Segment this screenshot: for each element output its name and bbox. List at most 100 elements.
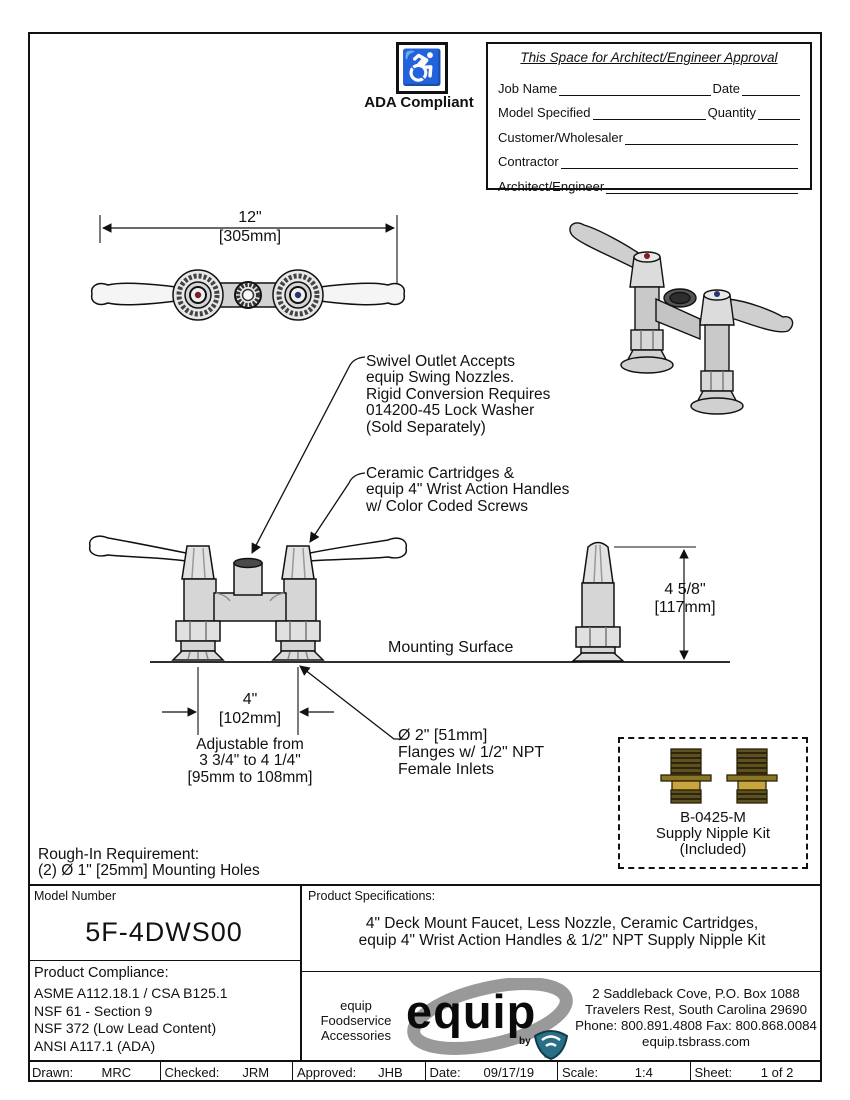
fill-in-line (742, 81, 800, 96)
hot-index-dot (644, 253, 650, 259)
handle-cone (281, 545, 315, 580)
lock-nut (280, 640, 316, 652)
note-line: (2) Ø 1" [25mm] Mounting Holes (38, 862, 260, 880)
callout-line: w/ Color Coded Screws (366, 497, 528, 515)
handle-cone (582, 541, 614, 584)
address-line: Travelers Rest, South Carolina 29690 (585, 1002, 807, 1017)
compliance-item: ANSI A117.1 (ADA) (34, 1037, 156, 1054)
address-line: Phone: 800.891.4808 Fax: 800.868.0084 (575, 1018, 817, 1033)
adjustable-note: Adjustable from 3 3/4" to 4 1/4" [95mm t… (155, 736, 345, 786)
footer-scale: Scale: 1:4 (558, 1062, 691, 1082)
leader-lines (251, 356, 402, 740)
callout-line: Ceramic Cartridges & (366, 465, 515, 482)
drawing-footer-row: Drawn: MRC Checked: JRM Approved: JHB Da… (28, 1060, 822, 1082)
handle-blade (88, 535, 188, 562)
ada-wheelchair-icon: ♿ (396, 42, 448, 94)
footer-value: MRC (101, 1064, 132, 1080)
address-line: equip.tsbrass.com (642, 1034, 750, 1049)
swivel-outlet-top (234, 281, 262, 309)
dim-centers-mm-label: [102mm] (218, 710, 282, 727)
front-view-drawing (88, 535, 730, 663)
brand-line: Accessories (320, 1028, 392, 1043)
footer-label: Checked: (164, 1064, 220, 1080)
note-line: Rough-In Requirement: (38, 846, 200, 863)
dim-305mm-label: [305mm] (218, 228, 282, 245)
compliance-item: NSF 372 (Low Lead Content) (34, 1020, 217, 1037)
ada-compliant-label: ADA Compliant (364, 94, 474, 111)
callout-line: equip Swing Nozzles. (366, 369, 515, 387)
footer-sheet: Sheet: 1 of 2 (691, 1062, 823, 1082)
dim-centers-in-label: 4" (242, 691, 258, 708)
flange-hot (172, 269, 224, 321)
leader-swivel-outlet (251, 356, 366, 554)
footer-checked: Checked: JRM (161, 1062, 293, 1082)
footer-drawn: Drawn: MRC (28, 1062, 161, 1082)
swivel-outlet (233, 562, 263, 596)
handle-blade (319, 282, 406, 306)
callout-line: 014200-45 Lock Washer (366, 402, 535, 420)
approval-field-job-name: Job Name Date (498, 71, 800, 96)
footer-approved: Approved: JHB (293, 1062, 426, 1082)
product-compliance-label: Product Compliance: (34, 965, 169, 981)
kit-part-number: B-0425-M (680, 809, 746, 826)
product-specifications-text: 4" Deck Mount Faucet, Less Nozzle, Ceram… (302, 915, 822, 949)
cartridge-body (283, 578, 317, 622)
footer-label: Date: (429, 1064, 461, 1080)
leader-ceramic-cartridge (309, 472, 366, 543)
spec-line: 4" Deck Mount Faucet, Less Nozzle, Ceram… (365, 915, 759, 932)
footer-value: 09/17/19 (483, 1064, 535, 1080)
flange-base (571, 652, 625, 662)
footer-label: Sheet: (694, 1064, 733, 1080)
note-line: Adjustable from (196, 736, 304, 753)
product-specifications-label: Product Specifications: (308, 889, 436, 903)
fill-in-line (559, 81, 711, 96)
field-label: Contractor (498, 154, 559, 169)
approval-box: This Space for Architect/Engineer Approv… (486, 42, 812, 194)
footer-label: Approved: (297, 1064, 357, 1080)
manifold-body (213, 592, 287, 622)
callout-swivel-outlet: Swivel Outlet Accepts equip Swing Nozzle… (366, 353, 551, 436)
flange-note: Ø 2" [51mm] Flanges w/ 1/2" NPT Female I… (398, 727, 544, 778)
handle-blade (308, 537, 408, 562)
cartridge-body (704, 324, 730, 372)
callout-line: Rigid Conversion Requires (366, 385, 551, 403)
model-number-block: Model Number 5F-4DWS00 Product Complianc… (28, 886, 302, 1060)
mounting-surface-label: Mounting Surface (388, 639, 514, 656)
cold-index-dot (714, 291, 720, 297)
callout-line: Swivel Outlet Accepts (366, 353, 516, 370)
field-label: Date (712, 80, 740, 96)
ts-brass-shield-icon (533, 1030, 569, 1060)
supply-nipple (660, 748, 712, 804)
hex-nut (175, 620, 221, 642)
fill-in-line (592, 105, 706, 120)
brand-line: equip (340, 998, 372, 1013)
field-label: Model Specified (498, 105, 591, 120)
note-line: Flanges w/ 1/2" NPT (398, 744, 545, 761)
compliance-item: ASME A112.18.1 / CSA B125.1 (34, 985, 228, 1001)
callout-ceramic-cartridges: Ceramic Cartridges & equip 4" Wrist Acti… (366, 465, 570, 515)
title-block-divider (28, 884, 822, 886)
kit-name: Supply Nipple Kit (655, 825, 771, 842)
footer-label: Scale: (562, 1064, 599, 1080)
approval-field-customer: Customer/Wholesaler (498, 120, 800, 145)
product-specifications-block: Product Specifications: 4" Deck Mount Fa… (302, 886, 822, 1060)
note-line: 3 3/4" to 4 1/4" (199, 752, 301, 770)
kit-included: (Included) (679, 841, 747, 858)
centers-dimension (162, 667, 334, 735)
hot-index-dot (194, 291, 202, 299)
outlet-rim (233, 557, 263, 569)
dim-height-mm-label: [117mm] (654, 599, 716, 616)
callout-line: equip 4" Wrist Action Handles (366, 481, 570, 499)
hex-nut (575, 626, 621, 648)
hex-nut (700, 370, 734, 392)
approval-field-architect: Architect/Engineer (498, 169, 800, 194)
top-view-drawing (90, 215, 406, 321)
footer-label: Drawn: (32, 1064, 74, 1080)
manifold-body (655, 297, 701, 341)
cold-index-dot (294, 291, 302, 299)
equip-logo-wordmark: equip (406, 985, 537, 1038)
handle-blade (90, 282, 177, 306)
supply-nipple (726, 748, 778, 804)
approval-field-model-specified: Model Specified Quantity (498, 96, 800, 120)
lock-nut (180, 640, 216, 652)
